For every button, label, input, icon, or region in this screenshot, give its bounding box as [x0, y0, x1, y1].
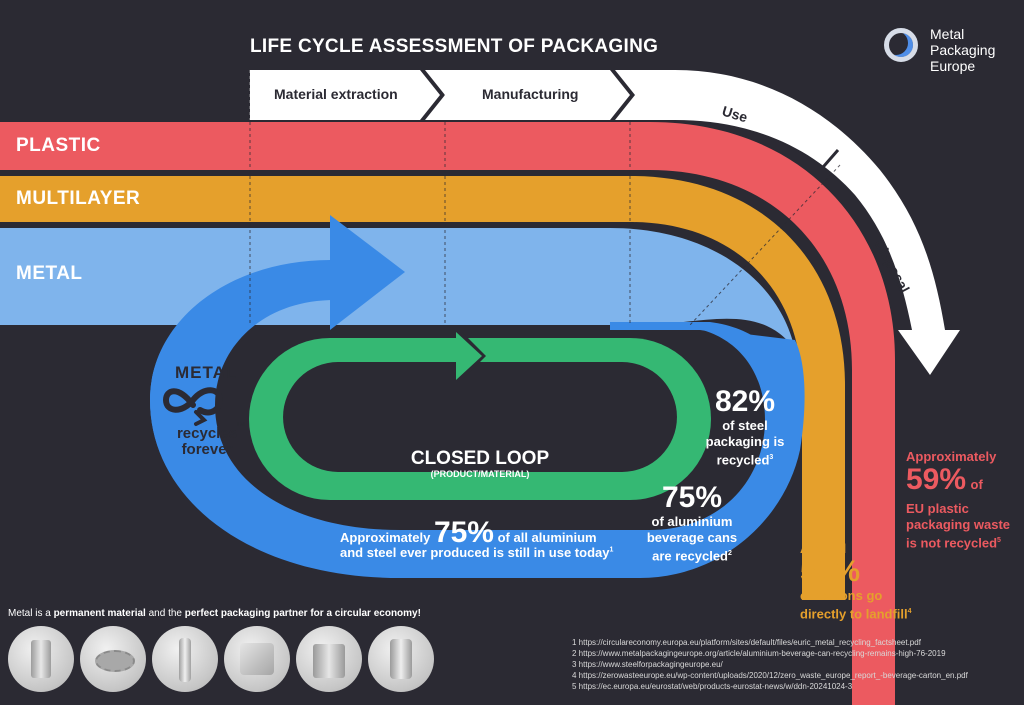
logo-tm: TM — [236, 422, 245, 428]
multilayer-bar — [0, 176, 845, 600]
square-tin-icon — [224, 626, 290, 692]
stat-aluminium-cans-value: 75% — [661, 481, 723, 514]
logo-metal-text: METAL — [175, 363, 238, 382]
metal-label: METAL — [16, 263, 83, 284]
footnote-3: 3 https://www.steelforpackagingeurope.eu… — [572, 660, 723, 669]
stat-in-use-value: 75% — [433, 516, 494, 549]
stat-plastic: Approximately 59% of EU plastic packagin… — [906, 449, 1011, 551]
aerosol-can-icon — [152, 626, 218, 692]
stat-steel-value: 82% — [714, 385, 776, 418]
footnote-1: 1 https://circulareconomy.europa.eu/plat… — [572, 638, 921, 647]
brand-name: Metal Packaging Europe — [930, 26, 996, 74]
metal-bar — [0, 228, 795, 350]
closed-loop-title: CLOSED LOOP — [410, 448, 550, 469]
stat-cartons: Around 50% of cartons go directly to lan… — [800, 541, 930, 622]
closed-loop-ring — [249, 332, 711, 500]
footnotes: 1 https://circulareconomy.europa.eu/plat… — [572, 637, 968, 692]
metal-loop-arrowhead — [330, 215, 405, 330]
logo-recycles-forever: recycles forever — [176, 425, 238, 458]
multilayer-label: MULTILAYER — [16, 188, 141, 209]
plastic-label: PLASTIC — [16, 135, 101, 156]
stage-material-extraction: Material extraction — [274, 86, 398, 102]
footnote-2: 2 https://www.metalpackagingeurope.org/a… — [572, 649, 946, 658]
paint-can-icon — [296, 626, 362, 692]
stat-cartons-value: 50% — [800, 555, 861, 588]
closed-loop-subtitle: (PRODUCT/MATERIAL) — [430, 469, 530, 479]
stat-aluminium-cans: 75% of aluminium beverage cans are recyc… — [636, 482, 748, 564]
page-title: LIFE CYCLE ASSESSMENT OF PACKAGING — [250, 36, 659, 57]
stage-arrow-band — [250, 70, 960, 375]
stage-dividers — [249, 122, 841, 326]
footnote-4: 4 https://zerowasteeurope.eu/wp-content/… — [572, 671, 968, 680]
stat-in-use: Approximately 75% of all aluminium — [340, 516, 597, 549]
permanent-material-statement: Metal is a permanent material and the pe… — [8, 608, 421, 619]
stat-steel: 82% of steel packaging is recycled3 — [692, 386, 798, 468]
plastic-bar — [0, 122, 895, 705]
tin-can-icon — [8, 626, 74, 692]
footnote-5: 5 https://ec.europa.eu/eurostat/web/prod… — [572, 682, 853, 691]
stage-manufacturing: Manufacturing — [482, 86, 579, 102]
bottle-cap-icon — [80, 626, 146, 692]
infinity-recycle-icon — [162, 387, 224, 426]
stat-in-use-line2: and steel ever produced is still in use … — [340, 545, 614, 560]
beverage-can-icon — [368, 626, 434, 692]
stat-plastic-value: 59% — [906, 463, 967, 496]
brand-logo-icon — [884, 28, 918, 62]
